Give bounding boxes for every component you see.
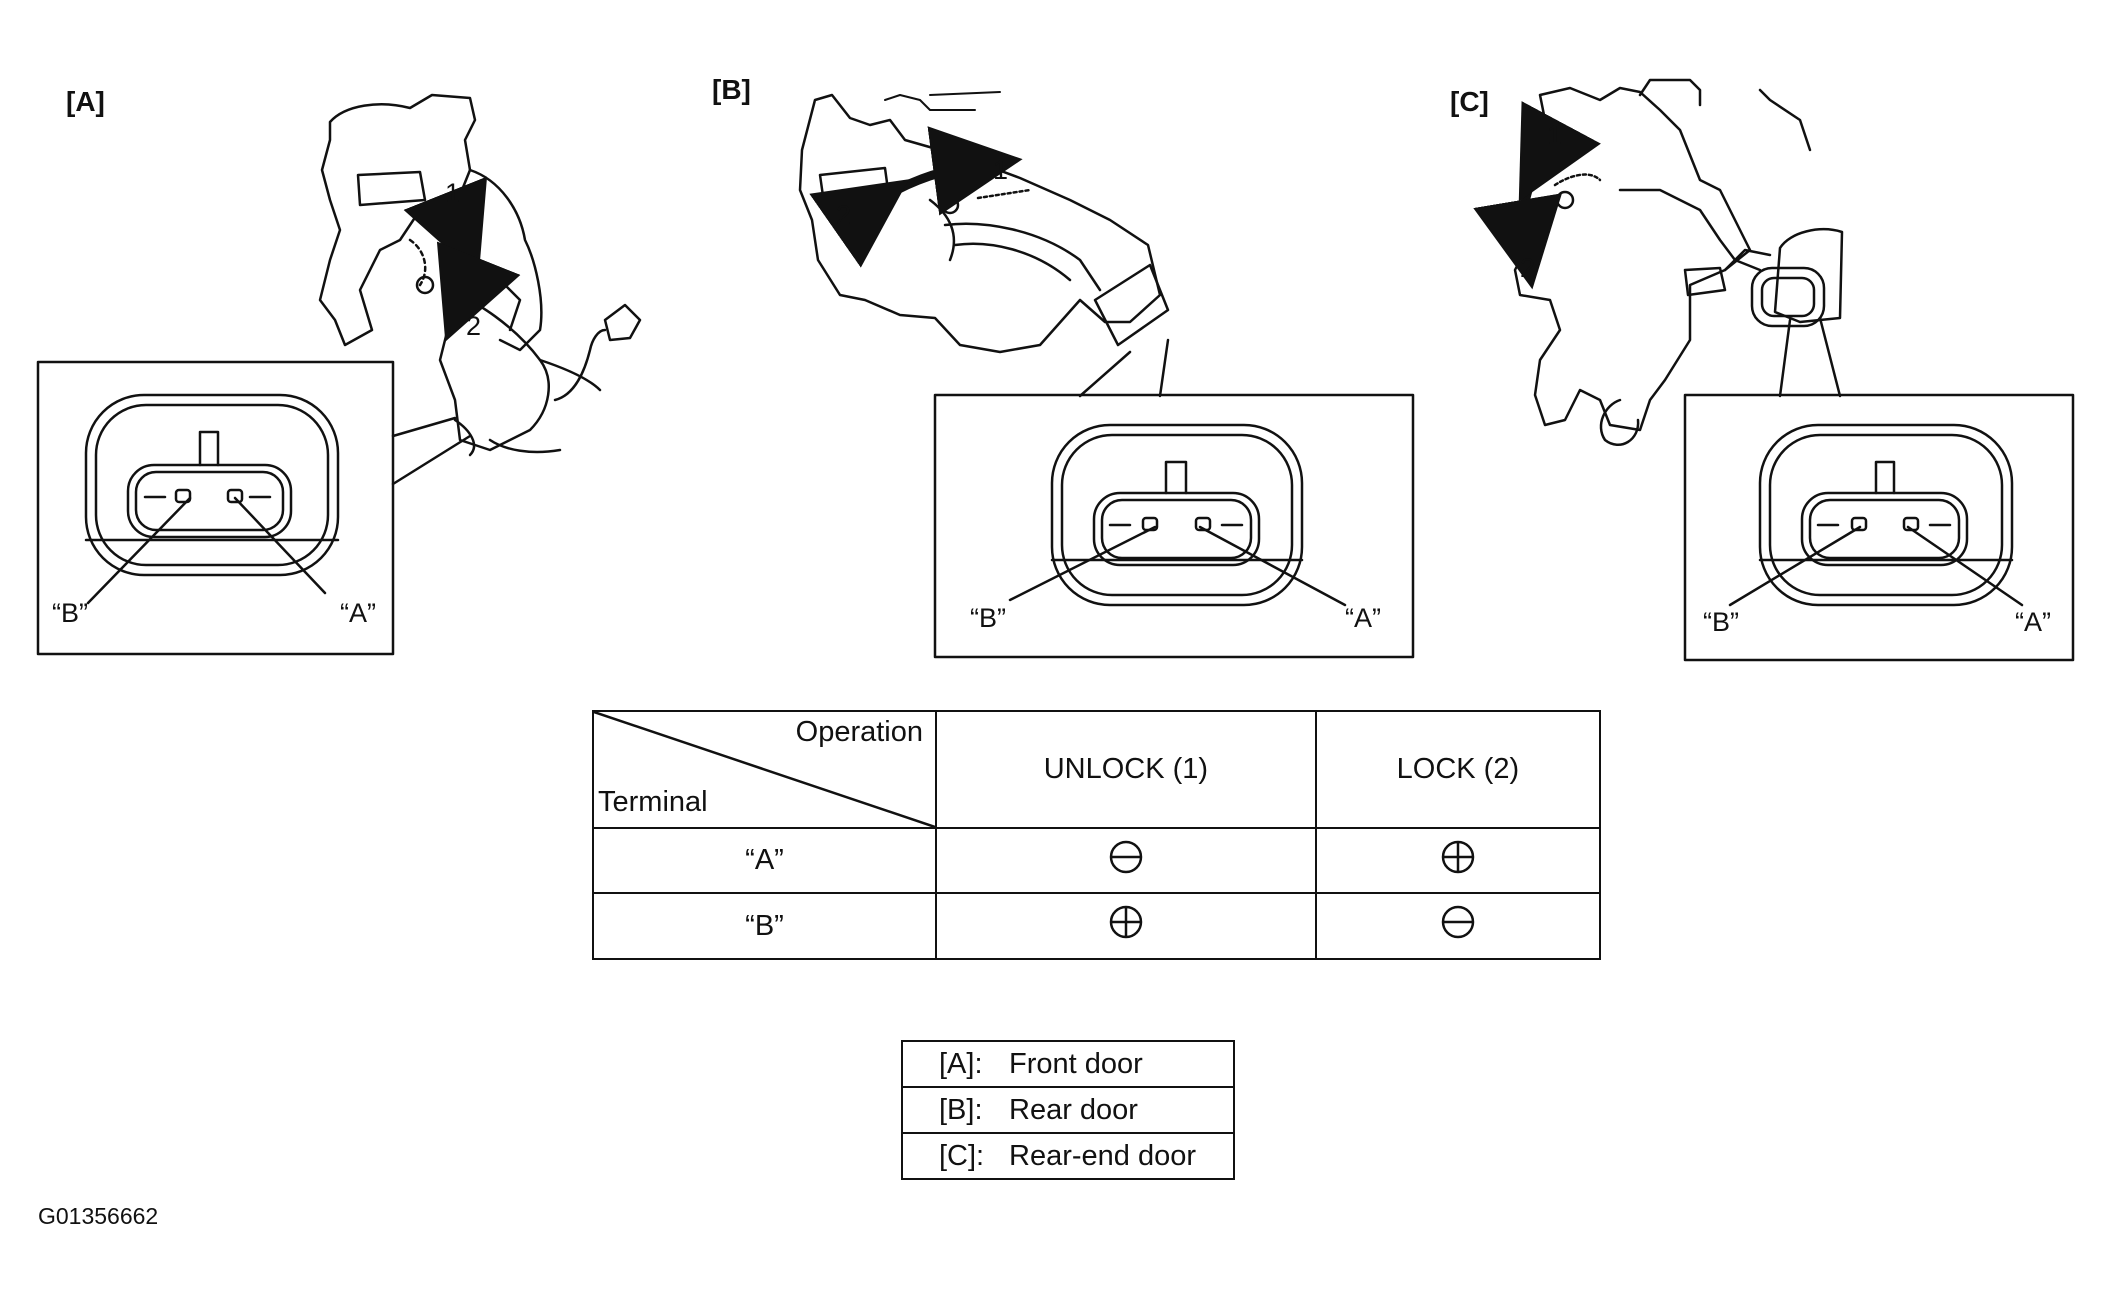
- arrow-2-label-c: 2: [1520, 253, 1536, 283]
- legend-row: [B]: Rear door: [901, 1086, 1235, 1134]
- terminal-a-label-c: “A”: [2015, 607, 2051, 637]
- legend-key: [B]:: [939, 1093, 983, 1126]
- column-header-lock: LOCK (2): [1314, 710, 1602, 829]
- arrow-1-label-b: 1: [993, 155, 1009, 185]
- figure-id: G01356662: [38, 1203, 159, 1229]
- header-terminal: Terminal: [598, 786, 708, 818]
- plus-symbol-icon: [1441, 840, 1475, 874]
- plus-symbol-icon: [1109, 905, 1143, 939]
- inset-box-a: [36, 360, 395, 656]
- legend-key: [A]:: [939, 1047, 983, 1080]
- cell-b-lock: [1314, 892, 1602, 960]
- legend-value: Rear-end door: [1009, 1139, 1196, 1172]
- header-operation: Operation: [795, 716, 923, 748]
- front-door-actuator-drawing: [318, 93, 642, 457]
- row-terminal-b: “B”: [592, 892, 937, 960]
- legend-table: [A]: Front door [B]: Rear door [C]: Rear-en…: [901, 1040, 1235, 1180]
- inset-box-b: [933, 393, 1415, 659]
- operation-table: Operation Terminal UNLOCK (1) LOCK (2) “…: [592, 710, 1602, 960]
- corner-diagonal-line: [594, 712, 935, 827]
- minus-symbol-icon: [1441, 905, 1475, 939]
- connector-b: [1050, 423, 1304, 607]
- terminal-a-label-a: “A”: [340, 598, 376, 628]
- arrow-1-label-c: 1: [1547, 120, 1563, 150]
- terminal-b-label-a: “B”: [52, 598, 88, 628]
- table-row: “A”: [592, 827, 1602, 894]
- cell-b-unlock: [935, 892, 1317, 960]
- terminal-a-label-b: “A”: [1345, 603, 1381, 633]
- table-row: “B”: [592, 892, 1602, 960]
- legend-value: Front door: [1009, 1047, 1143, 1080]
- row-terminal-a: “A”: [592, 827, 937, 894]
- arrow-2-label-a: 2: [466, 311, 482, 341]
- panel-label-a: [A]: [66, 86, 105, 117]
- panel-label-b: [B]: [712, 74, 751, 105]
- connector-c: [1758, 423, 2014, 607]
- legend-row: [C]: Rear-end door: [901, 1132, 1235, 1180]
- cell-a-unlock: [935, 827, 1317, 894]
- connector-a: [84, 393, 340, 577]
- cell-a-lock: [1314, 827, 1602, 894]
- terminal-b-label-b: “B”: [970, 603, 1006, 633]
- rear-end-door-actuator-drawing: [1513, 78, 1844, 446]
- legend-key: [C]:: [939, 1139, 985, 1172]
- arrow-1-label-a: 1: [445, 178, 461, 208]
- legend-row: [A]: Front door: [901, 1040, 1235, 1088]
- minus-symbol-icon: [1109, 840, 1143, 874]
- arrow-2-label-b: 2: [836, 200, 852, 230]
- table-corner-cell: Operation Terminal: [592, 710, 937, 829]
- column-header-unlock: UNLOCK (1): [935, 710, 1317, 829]
- inset-box-c: [1683, 393, 2075, 662]
- legend-value: Rear door: [1009, 1093, 1138, 1126]
- terminal-b-label-c: “B”: [1703, 607, 1739, 637]
- rear-door-actuator-drawing: [798, 91, 1170, 354]
